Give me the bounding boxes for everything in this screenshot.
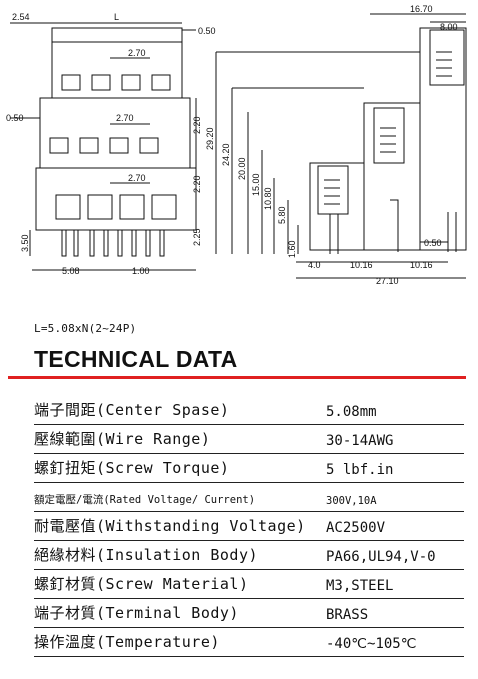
dim-step-4-0: 4.0: [308, 260, 321, 270]
spec-value: 5.08mm: [326, 404, 377, 420]
spec-value: 5 lbf.in: [326, 462, 394, 478]
spec-value: PA66,UL94,V-0: [326, 549, 436, 565]
dim-h-10-80: 10.80: [263, 187, 273, 210]
spec-label: 螺釘扭矩(Screw Torque): [34, 459, 230, 477]
dim-length-l: L: [114, 12, 119, 22]
spec-value: AC2500V: [326, 520, 386, 536]
dim-pitch-left: 2.54: [12, 12, 30, 22]
spec-label: 額定電壓/電流(Rated Voltage/ Current): [34, 494, 256, 506]
dim-row-lower: 2.20: [192, 175, 202, 193]
spec-value: 300V,10A: [326, 495, 377, 507]
dim-pin-len: 3.50: [20, 234, 30, 252]
spec-row-wire-range: 壓線範圍(Wire Range) 30-14AWG: [34, 424, 464, 454]
spec-value: 30-14AWG: [326, 433, 394, 449]
spec-row-terminal-body: 端子材質(Terminal Body) BRASS: [34, 598, 464, 628]
dim-step-10-16a: 10.16: [350, 260, 373, 270]
dim-gap-left: 0.50: [6, 113, 24, 123]
spec-row-rated-voltage-current: 額定電壓/電流(Rated Voltage/ Current) 300V,10A: [34, 482, 464, 512]
dim-h-5-80: 5.80: [277, 206, 287, 224]
dim-pin-width: 1.00: [132, 266, 150, 276]
spec-label: 螺釘材質(Screw Material): [34, 575, 249, 593]
dim-base-height: 2.25: [192, 228, 202, 246]
spec-row-center-spacing: 端子間距(Center Spase) 5.08mm: [34, 395, 464, 425]
spec-row-insulation-body: 絕緣材料(Insulation Body) PA66,UL94,V-0: [34, 540, 464, 570]
spec-label: 端子材質(Terminal Body): [34, 604, 239, 622]
dim-pitch-mid: 2.70: [116, 113, 134, 123]
dim-pitch-bottom: 2.70: [128, 173, 146, 183]
dim-pitch-pin: 5.08: [62, 266, 80, 276]
spec-label: 絕緣材料(Insulation Body): [34, 546, 259, 564]
spec-label: 端子間距(Center Spase): [34, 401, 230, 419]
spec-value: M3,STEEL: [326, 578, 394, 594]
dim-step-10-16b: 10.16: [410, 260, 433, 270]
spec-row-temperature: 操作溫度(Temperature) -40℃~105℃: [34, 627, 464, 657]
dim-pitch-top: 2.70: [128, 48, 146, 58]
technical-drawing: 2.54 L 0.50 2.70 0.50 2.70 2.70 2.20 2.2…: [6, 4, 467, 286]
length-formula-note: L=5.08xN(2~24P): [34, 322, 137, 335]
dim-row-upper: 2.20: [192, 116, 202, 134]
spec-label: 壓線範圍(Wire Range): [34, 430, 211, 448]
spec-label: 操作溫度(Temperature): [34, 633, 220, 651]
spec-row-withstanding-voltage: 耐電壓值(Withstanding Voltage) AC2500V: [34, 511, 464, 541]
dim-h-20-00: 20.00: [237, 157, 247, 180]
dim-pin-gap: 0.50: [424, 238, 442, 248]
dim-h-29-20: 29.20: [205, 127, 215, 150]
dim-top-width: 8.00: [440, 22, 458, 32]
dim-h-24-20: 24.20: [221, 143, 231, 166]
dim-gap-top: 0.50: [198, 26, 216, 36]
heading-underline: [8, 376, 466, 379]
dim-h-1-60: 1.60: [287, 240, 297, 258]
dim-total-width: 16.70: [410, 4, 433, 14]
dim-h-15-00: 15.00: [251, 173, 261, 196]
spec-row-screw-material: 螺釘材質(Screw Material) M3,STEEL: [34, 569, 464, 599]
spec-label: 耐電壓值(Withstanding Voltage): [34, 517, 306, 535]
spec-value: BRASS: [326, 607, 369, 623]
dim-total-27-10: 27.10: [376, 276, 399, 286]
section-heading: TECHNICAL DATA: [34, 346, 238, 372]
spec-row-screw-torque: 螺釘扭矩(Screw Torque) 5 lbf.in: [34, 453, 464, 483]
spec-value: -40℃~105℃: [326, 636, 417, 652]
